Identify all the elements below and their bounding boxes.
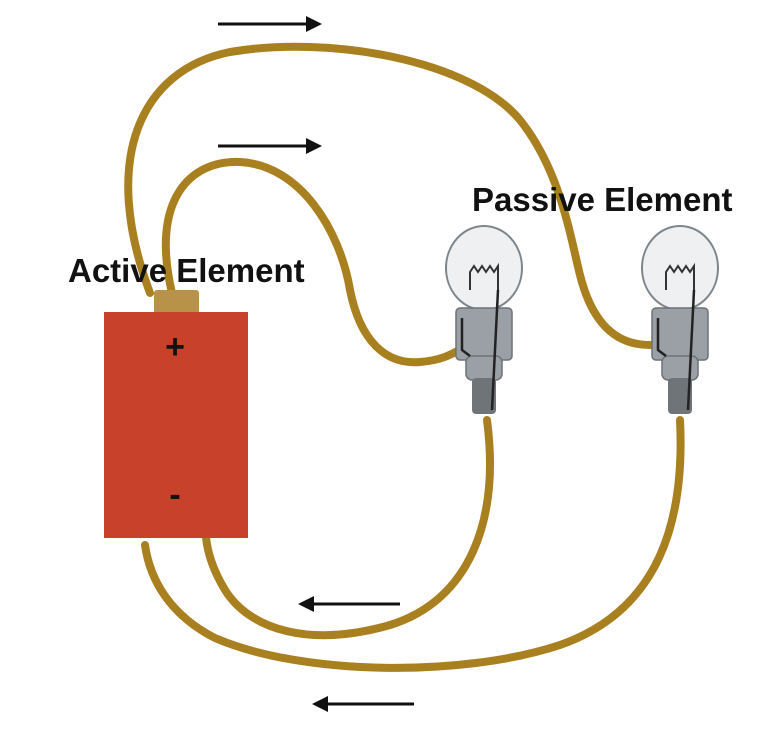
bulb-left-tip [472,378,496,414]
bulb-right [641,225,719,414]
bulb-right-filament [665,262,695,290]
battery-body [104,312,248,538]
wires [124,42,685,672]
bulb-right-base-bottom [661,355,699,381]
active-element-label: Active Element [68,252,305,289]
battery-terminal [154,290,199,314]
bulb-left-filament [469,262,499,290]
arrow-bottom-inner-left [298,596,400,612]
bulb-left [445,225,523,414]
arrows [218,16,414,712]
arrow-top-inner-right [218,138,322,154]
outer-top-wire [124,42,654,349]
battery-minus-sign: - [169,476,180,514]
outer-bottom-wire [141,416,685,672]
bulb-left-lead [460,289,500,411]
battery-plus-sign: + [165,328,185,366]
arrow-bottom-outer-left [312,696,414,712]
inner-top-wire [161,157,467,367]
battery: + - [104,290,248,538]
arrow-top-outer-right [218,16,322,32]
passive-element-label: Passive Element [472,181,733,218]
bulb-right-tip [668,378,692,414]
inner-bottom-wire [202,416,494,640]
bulb-left-base-bottom [465,355,503,381]
bulb-right-lead [656,289,696,411]
